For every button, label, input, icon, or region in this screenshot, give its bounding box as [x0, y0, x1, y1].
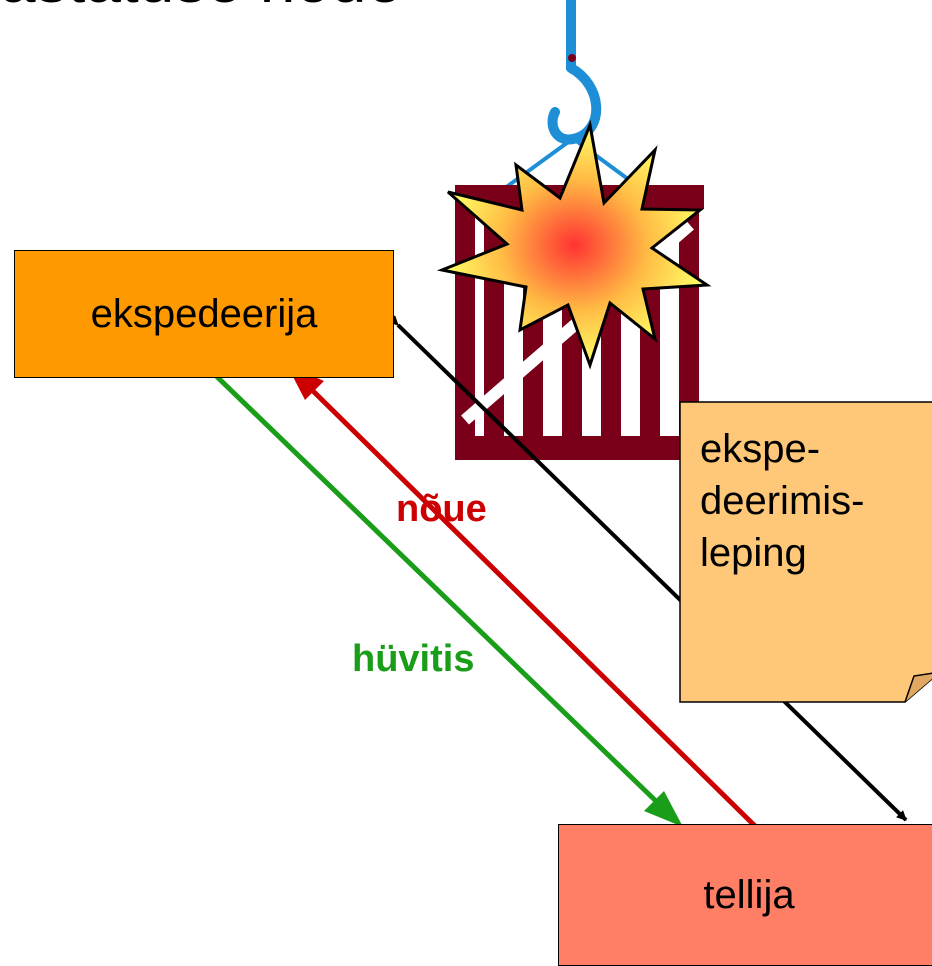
- node-ekspedeerija: ekspedeerija: [14, 250, 394, 378]
- claim-label: nõue: [396, 488, 487, 530]
- page-title: astatuse nõue: [0, 0, 402, 12]
- crane-hook-icon: [503, 0, 642, 190]
- note-line-3: leping: [700, 531, 807, 575]
- node-tellija: tellija: [558, 824, 932, 966]
- contract-arrow: [388, 315, 908, 822]
- contract-note: [679, 401, 932, 703]
- compensation-label: hüvitis: [352, 638, 475, 680]
- compensation-arrowhead: [644, 791, 683, 827]
- note-line-2: deerimis-: [700, 479, 865, 523]
- claim-arrow: [310, 388, 757, 828]
- contract-note-text: ekspe- deerimis- leping: [700, 423, 864, 579]
- note-line-1: ekspe-: [700, 427, 821, 471]
- compensation-arrow: [208, 368, 662, 807]
